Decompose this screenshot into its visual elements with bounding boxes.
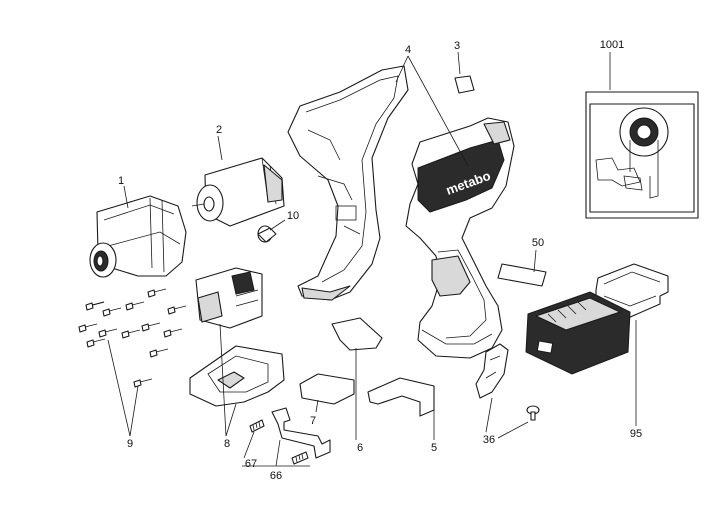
callout-67: 67 xyxy=(245,458,257,470)
leader-7 xyxy=(315,399,319,413)
part-3-label xyxy=(454,75,475,94)
callout-9: 9 xyxy=(127,438,133,450)
part-6-cover xyxy=(331,317,383,351)
callout-1: 1 xyxy=(118,175,124,187)
callout-7: 7 xyxy=(310,415,316,427)
part-10-bearing xyxy=(257,225,277,243)
part-1001-detail-box xyxy=(585,91,699,219)
callout-2: 2 xyxy=(216,124,222,136)
leader-36 xyxy=(485,397,529,439)
part-7-sheet xyxy=(299,373,355,405)
part-4-housing-right: metabo xyxy=(405,117,515,359)
callout-4: 4 xyxy=(405,44,411,56)
part-9-screws xyxy=(78,288,187,388)
leader-2 xyxy=(217,135,223,161)
leader-8 xyxy=(219,323,237,437)
leader-lines xyxy=(107,51,637,467)
leader-50 xyxy=(533,249,537,273)
part-50-plate xyxy=(497,263,547,287)
part-67-spring xyxy=(249,419,265,433)
leader-3 xyxy=(457,51,461,75)
callout-95: 95 xyxy=(630,428,642,440)
part-66-spring xyxy=(291,451,309,465)
leader-9 xyxy=(107,339,139,437)
part-36-belt-hook xyxy=(475,343,509,399)
leader-67 xyxy=(243,431,255,459)
callout-36: 36 xyxy=(483,434,495,446)
leader-4 xyxy=(395,55,469,167)
part-1-gear-head xyxy=(89,195,187,278)
leader-10 xyxy=(269,219,286,231)
callout-5: 5 xyxy=(431,442,437,454)
leader-1 xyxy=(123,185,129,209)
callout-labels: 1 2 3 4 5 6 7 8 9 10 36 50 66 67 95 1001 xyxy=(118,39,642,482)
callout-1001: 1001 xyxy=(600,39,624,51)
part-8-switch xyxy=(195,267,263,329)
callout-66: 66 xyxy=(270,470,282,482)
part-66-pin xyxy=(271,407,331,459)
part-4-housing-left xyxy=(287,65,409,301)
part-36-screw xyxy=(526,405,540,421)
leader-66 xyxy=(242,439,310,467)
part-5-bracket xyxy=(367,377,435,417)
callout-10: 10 xyxy=(287,210,299,222)
callout-8: 8 xyxy=(224,438,230,450)
battery-pack xyxy=(525,291,631,375)
callout-6: 6 xyxy=(357,442,363,454)
callout-3: 3 xyxy=(454,40,460,52)
part-8-base xyxy=(189,345,285,407)
part-2-motor xyxy=(191,157,285,227)
callout-50: 50 xyxy=(532,237,544,249)
